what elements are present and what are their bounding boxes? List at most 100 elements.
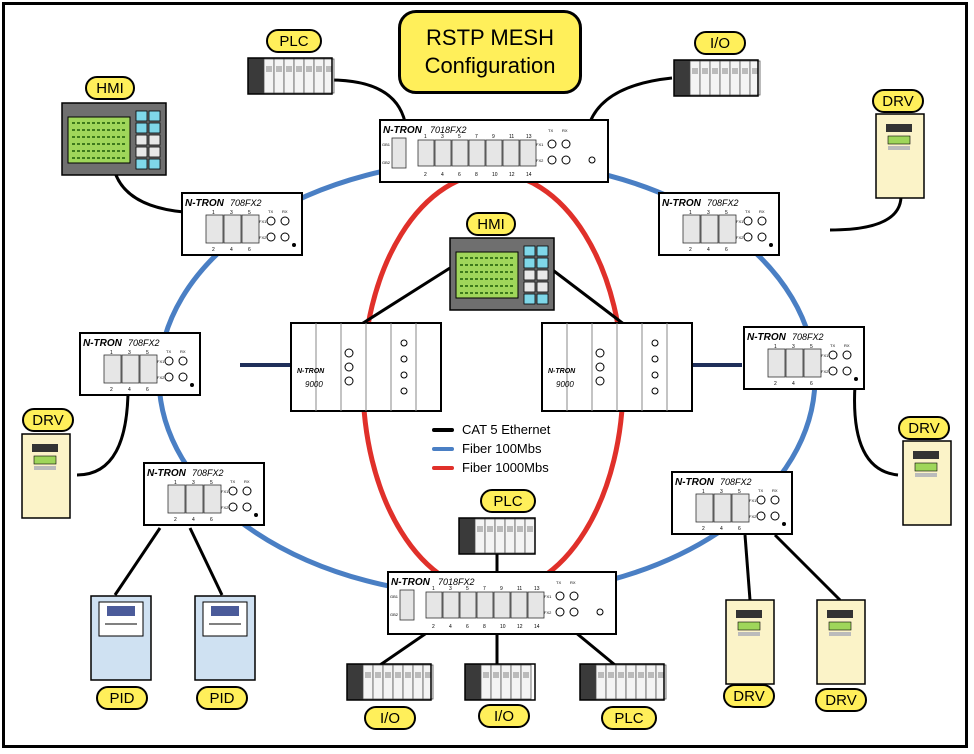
- hmi-key: [536, 293, 549, 305]
- plc-module-led: [618, 672, 624, 678]
- plc-module: [510, 664, 522, 700]
- fx-label: FX2: [259, 235, 267, 240]
- hmi-key: [135, 146, 148, 158]
- tx-label: TX: [830, 343, 835, 348]
- rj45-port: [527, 591, 545, 619]
- plc-module-led: [405, 672, 411, 678]
- port-number: 12: [509, 172, 515, 178]
- port-number: 5: [248, 210, 251, 216]
- legend-label-fiber100: Fiber 100Mbs: [462, 441, 542, 456]
- drv-keys: [915, 473, 937, 477]
- port-number: 5: [725, 210, 728, 216]
- hmi-key: [523, 245, 536, 257]
- fiber-port: [756, 511, 766, 521]
- fiber-port: [280, 232, 290, 242]
- plc-module: [490, 664, 502, 700]
- drv-keys: [738, 632, 760, 636]
- port-number: 1: [702, 489, 705, 495]
- hmi-key: [148, 122, 161, 134]
- drv-body: [875, 113, 925, 199]
- plc-module: [699, 60, 711, 96]
- drv-display: [827, 610, 853, 618]
- port-number: 8: [475, 172, 478, 178]
- rj45-port: [425, 591, 443, 619]
- status-led: [190, 383, 194, 387]
- fiber-port: [743, 216, 753, 226]
- port-number: 10: [500, 624, 506, 630]
- plc-module: [635, 664, 647, 700]
- fx-label: FX1: [736, 219, 744, 224]
- plc-module-led: [487, 526, 493, 532]
- plc-cpu: [458, 517, 476, 555]
- rj45-port: [476, 591, 494, 619]
- rj45-port: [485, 139, 503, 167]
- port-number: 5: [146, 350, 149, 356]
- fiber-port: [770, 495, 780, 505]
- plc-module: [729, 60, 741, 96]
- chassis-port: [595, 348, 605, 358]
- rj45-port: [695, 493, 714, 523]
- port-number: 10: [492, 172, 498, 178]
- plc-module-led: [722, 68, 728, 74]
- io-bottom-1-device: [346, 663, 434, 701]
- plc-module-led: [493, 672, 499, 678]
- plc-module-led: [395, 672, 401, 678]
- rj45-port: [203, 484, 222, 514]
- plc-module-led: [425, 672, 431, 678]
- plc-module: [293, 58, 305, 94]
- drv-display: [913, 451, 939, 459]
- plc-module: [709, 60, 721, 96]
- hmi-screen: [455, 251, 519, 299]
- port-number: 2: [424, 172, 427, 178]
- label-io-top: I/O: [694, 31, 746, 55]
- port-number: 5: [210, 480, 213, 486]
- fiber-port: [561, 155, 571, 165]
- fx-label: FX2: [221, 505, 229, 510]
- hmi-key: [536, 257, 549, 269]
- port-number: 6: [146, 387, 149, 393]
- rx-label: RX: [759, 209, 765, 214]
- port-number: 2: [774, 381, 777, 387]
- fiber-port: [757, 232, 767, 242]
- fiber-port: [770, 511, 780, 521]
- rj45-port: [223, 214, 242, 244]
- rx-label: RX: [844, 343, 850, 348]
- switch-model: 7018FX2: [438, 577, 475, 587]
- port-number: 4: [449, 624, 452, 630]
- plc-module-led: [385, 672, 391, 678]
- plc-module-led: [658, 672, 664, 678]
- chassis-model: 9000: [305, 380, 323, 389]
- port-number: 3: [720, 489, 723, 495]
- port-number: 6: [738, 526, 741, 532]
- port-number: 6: [248, 247, 251, 253]
- tx-label: TX: [548, 128, 553, 133]
- legend-swatch-fiber100: [432, 446, 454, 451]
- plc-module-led: [483, 672, 489, 678]
- fiber-port: [164, 372, 174, 382]
- fx-label: FX1: [821, 353, 829, 358]
- cat5-hmi-chassis-left: [359, 266, 451, 327]
- hmi-key: [536, 281, 549, 293]
- hmi-key: [148, 134, 161, 146]
- plc-module: [303, 58, 315, 94]
- brand-logo: N-TRON: [675, 477, 715, 488]
- fx-label: FX1: [536, 142, 544, 147]
- switch-model: 708FX2: [707, 198, 739, 208]
- fiber-port: [228, 486, 238, 496]
- rx-label: RX: [282, 209, 288, 214]
- status-led: [596, 608, 604, 616]
- rj45-port: [767, 348, 786, 378]
- title-line-1: RSTP MESH: [426, 25, 554, 50]
- title-line-2: Configuration: [424, 53, 556, 78]
- cat5-hmi-chassis-right: [549, 266, 626, 327]
- brand-logo: N-TRON: [548, 368, 576, 375]
- plc-module: [323, 58, 335, 94]
- port-number: 2: [174, 517, 177, 523]
- chassis-port: [651, 387, 659, 395]
- rj45-port: [519, 139, 537, 167]
- port-number: 1: [774, 344, 777, 350]
